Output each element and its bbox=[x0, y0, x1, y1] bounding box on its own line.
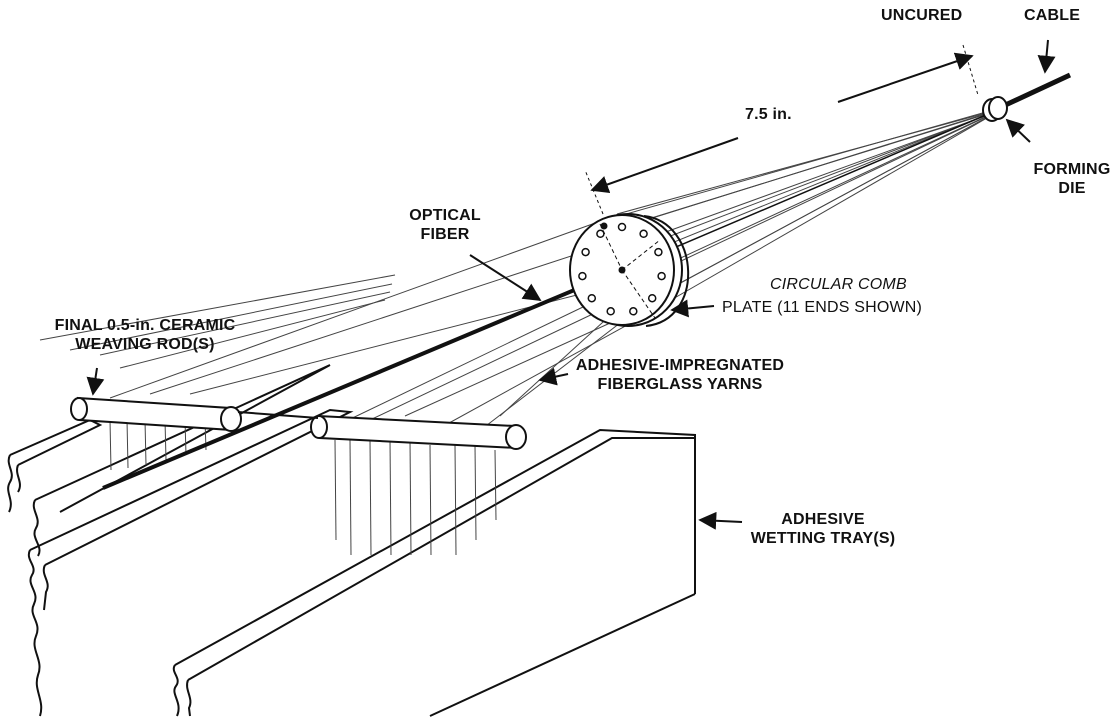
forming-die-label-line2: DIE bbox=[1058, 180, 1086, 197]
fiberglass-yarns-label: ADHESIVE-IMPREGNATED FIBERGLASS YARNS bbox=[570, 356, 790, 394]
wetting-tray-label-line1: ADHESIVE bbox=[781, 511, 865, 528]
weaving-rod-label: FINAL 0.5-in. CERAMIC WEAVING ROD(S) bbox=[45, 316, 245, 354]
comb-plate-label: PLATE (11 ENDS SHOWN) bbox=[722, 299, 923, 316]
comb-hole bbox=[640, 230, 647, 237]
forming-die bbox=[983, 75, 1070, 121]
forming-die-label: FORMING DIE bbox=[1032, 160, 1112, 198]
dimension-label: 7.5 in. bbox=[745, 106, 792, 123]
adhesive-wetting-tray bbox=[8, 365, 695, 716]
optical-fiber-label-line2: FIBER bbox=[420, 226, 470, 243]
wetting-tray-label: ADHESIVE WETTING TRAY(S) bbox=[748, 510, 898, 548]
comb-holes bbox=[579, 224, 665, 315]
weaving-rod-label-line1: FINAL 0.5-in. CERAMIC bbox=[54, 317, 236, 334]
dimension-7-5-in bbox=[585, 45, 978, 214]
forming-die-label-line1: FORMING bbox=[1033, 161, 1111, 178]
ceramic-weaving-rod-right bbox=[311, 416, 526, 449]
optical-fiber-label-line1: OPTICAL bbox=[409, 207, 481, 224]
fiberglass-yarns-label-line1: ADHESIVE-IMPREGNATED bbox=[575, 357, 785, 374]
weaving-rod-label-line2: WEAVING ROD(S) bbox=[75, 336, 215, 353]
uncured-label: UNCURED bbox=[881, 7, 963, 24]
fiberglass-yarns-label-line2: FIBERGLASS YARNS bbox=[597, 376, 763, 393]
wetting-tray-label-line2: WETTING TRAY(S) bbox=[750, 530, 896, 547]
cable-label: CABLE bbox=[1024, 7, 1081, 24]
comb-hole bbox=[630, 308, 637, 315]
comb-hole bbox=[588, 295, 595, 302]
comb-hole bbox=[649, 295, 656, 302]
leader-arrows bbox=[86, 40, 1056, 530]
comb-hole bbox=[658, 273, 665, 280]
comb-hole bbox=[597, 230, 604, 237]
comb-hole bbox=[582, 249, 589, 256]
comb-hole bbox=[655, 249, 662, 256]
fiberglass-yarns bbox=[40, 112, 988, 555]
comb-hole bbox=[579, 273, 586, 280]
ceramic-weaving-rod-left bbox=[71, 398, 241, 431]
comb-hole bbox=[619, 224, 626, 231]
circular-comb-label: CIRCULAR COMB bbox=[770, 276, 907, 293]
comb-hole bbox=[607, 308, 614, 315]
optical-fiber-label: OPTICAL FIBER bbox=[405, 206, 485, 244]
